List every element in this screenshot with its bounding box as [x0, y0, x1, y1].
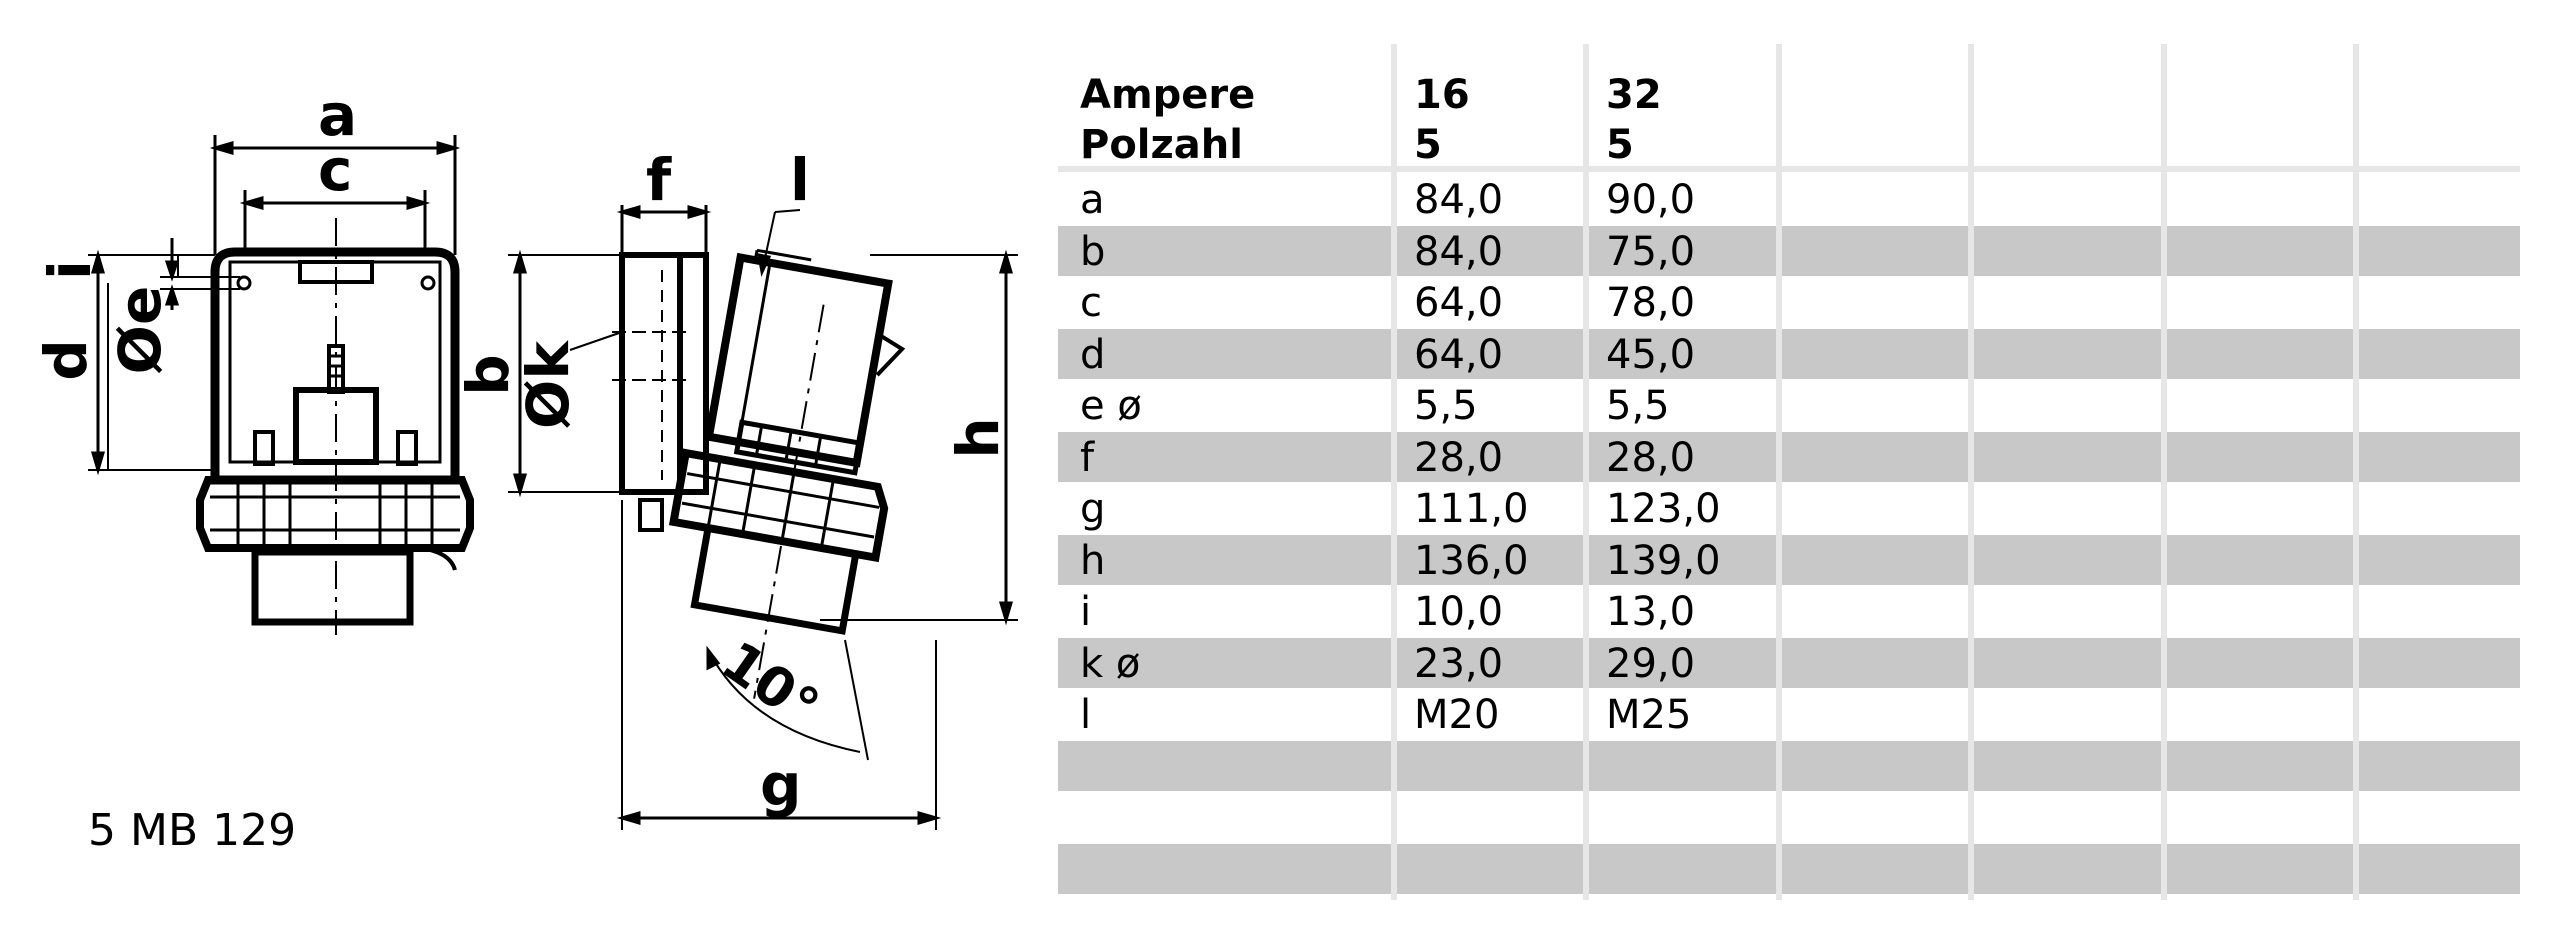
value-16a: 136,0 [1414, 537, 1529, 584]
header-ampere: Ampere [1080, 72, 1256, 118]
header-16-ampere: 16 [1414, 72, 1470, 118]
column-divider [1583, 44, 1589, 900]
column-divider [1776, 44, 1782, 900]
row-label: l [1080, 692, 1092, 738]
header-16-poles: 5 [1414, 122, 1442, 168]
technical-drawing: a c d i Øe b f l Øk h g 10° [32, 81, 1018, 830]
column-divider [1968, 44, 1974, 900]
angle-label: 10° [711, 629, 831, 739]
value-32a: 123,0 [1606, 486, 1721, 532]
value-16a: 23,0 [1414, 640, 1504, 687]
value-32a: 13,0 [1606, 589, 1696, 635]
value-32a: 78,0 [1606, 280, 1696, 326]
value-16a: 64,0 [1414, 280, 1504, 326]
table-row-shade [1058, 432, 2520, 482]
table-row-shade [1058, 844, 2520, 894]
table-row-shade [1058, 535, 2520, 585]
header-32-poles: 5 [1606, 122, 1634, 168]
value-16a: 5,5 [1414, 383, 1478, 429]
spec-table: Ampere Polzahl 16 5 32 5 a 84,0 90,0 b 84,0 7… [1058, 44, 2520, 900]
column-divider [1391, 44, 1397, 900]
table-row-shade [1058, 226, 2520, 276]
value-32a: 28,0 [1606, 434, 1696, 481]
row-label: d [1080, 331, 1106, 378]
value-32a: 90,0 [1606, 177, 1696, 223]
header-32-ampere: 32 [1606, 72, 1662, 118]
value-16a: 84,0 [1414, 177, 1504, 223]
row-label: b [1080, 228, 1106, 275]
dim-label-l: l [790, 146, 810, 214]
row-label: i [1080, 589, 1092, 635]
value-16a: M20 [1414, 692, 1500, 738]
dim-label-h: h [944, 417, 1012, 458]
dim-label-e: Øe [106, 286, 174, 375]
dim-label-k: Øk [514, 340, 582, 429]
row-label: c [1080, 280, 1102, 326]
column-divider [2353, 44, 2359, 900]
header-polzahl: Polzahl [1080, 122, 1243, 168]
value-32a: 75,0 [1606, 228, 1696, 275]
row-label: f [1080, 434, 1095, 481]
header-divider [1058, 166, 2520, 172]
value-16a: 10,0 [1414, 589, 1504, 635]
model-number: 5 MB 129 [88, 805, 297, 856]
column-divider [2161, 44, 2167, 900]
row-label: a [1080, 177, 1105, 223]
dim-label-i: i [36, 260, 104, 280]
dim-label-f: f [646, 146, 672, 214]
value-16a: 84,0 [1414, 228, 1504, 275]
dim-label-d: d [32, 339, 100, 381]
value-32a: 139,0 [1606, 537, 1721, 584]
dim-label-b: b [454, 354, 522, 396]
table-row-shade [1058, 638, 2520, 688]
row-label: e ø [1080, 383, 1142, 429]
value-32a: 45,0 [1606, 331, 1696, 378]
row-label: h [1080, 537, 1106, 584]
value-16a: 28,0 [1414, 434, 1504, 481]
value-16a: 64,0 [1414, 331, 1504, 378]
table-row-shade [1058, 741, 2520, 791]
value-32a: M25 [1606, 692, 1692, 738]
row-label: k ø [1080, 640, 1141, 687]
table-row-shade [1058, 329, 2520, 379]
value-32a: 29,0 [1606, 640, 1696, 687]
dim-label-a: a [318, 81, 357, 149]
dim-label-g: g [760, 751, 802, 819]
value-16a: 111,0 [1414, 486, 1529, 532]
value-32a: 5,5 [1606, 383, 1670, 429]
dim-label-c: c [318, 136, 352, 204]
row-label: g [1080, 486, 1106, 532]
